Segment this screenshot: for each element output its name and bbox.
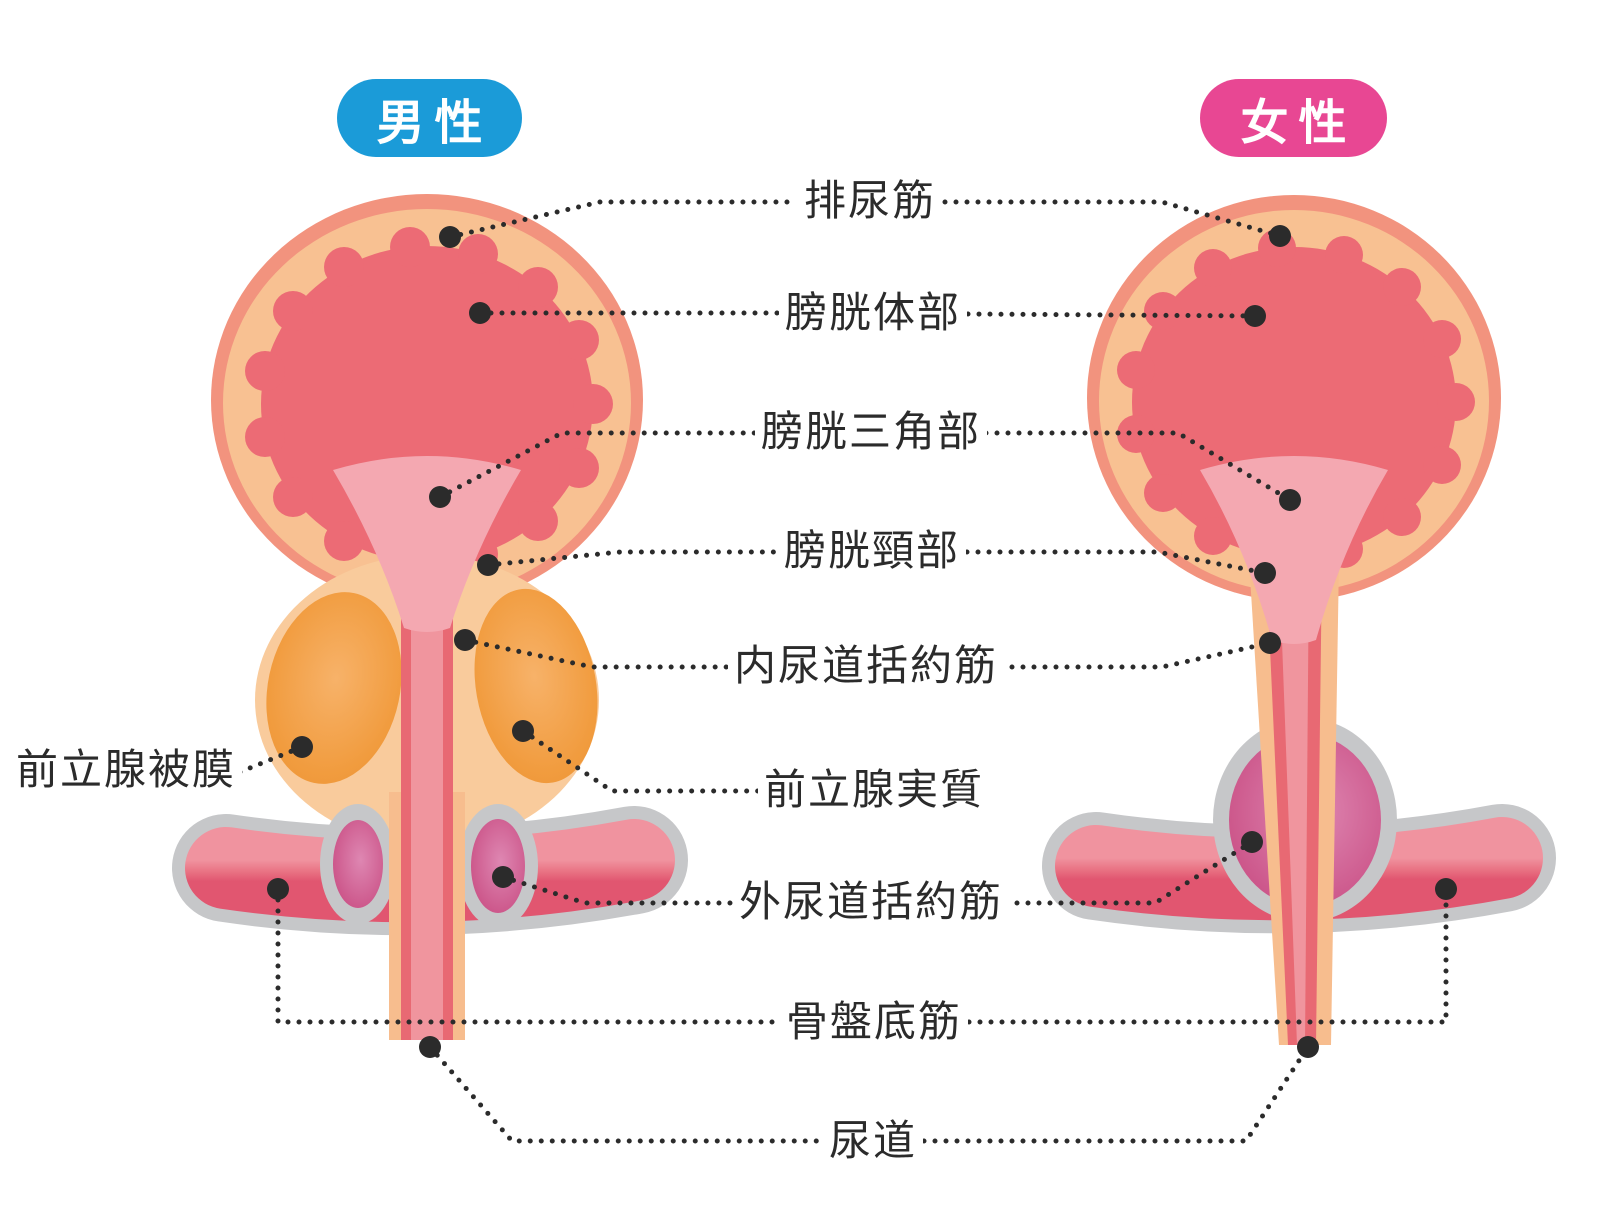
male-badge-label: 男性 (376, 95, 493, 151)
female-bladder-trigone (1200, 456, 1388, 644)
leader-trigone-female (983, 430, 1293, 503)
label-bladder-trigone: 膀胱三角部 (754, 408, 988, 456)
male-urethra (389, 555, 465, 1040)
leader-lines (237, 199, 1449, 1144)
male-external-sphincter (320, 804, 538, 928)
female-urethra-lumen (1279, 560, 1309, 1045)
leader-prostate-capsule (237, 744, 305, 775)
label-internal-sphincter: 内尿道括約筋 (727, 642, 1005, 690)
leader-urethra-female (921, 1044, 1311, 1144)
label-bladder-neck: 膀胱頸部 (777, 527, 967, 575)
female-urethra (1249, 560, 1339, 1045)
leader-trigone-male (437, 430, 759, 500)
label-detrusor: 排尿筋 (797, 177, 943, 225)
female-badge: 女性 (1200, 79, 1387, 157)
leader-endpoint-dots (267, 225, 1457, 1058)
leader-pelvic-floor-male (275, 886, 782, 1025)
male-prostate-left-lobe (266, 592, 402, 784)
male-bladder-trigone (333, 456, 521, 632)
label-pelvic-floor: 骨盤底筋 (779, 998, 969, 1046)
leader-bladder-neck-male (485, 549, 780, 568)
leader-urethra-male (427, 1044, 825, 1144)
label-external-sphincter: 外尿道括約筋 (732, 878, 1010, 926)
male-figure (172, 194, 688, 1040)
leader-bladder-neck-female (964, 549, 1268, 576)
label-prostate-capsule: 前立腺被膜 (10, 746, 243, 794)
female-badge-label: 女性 (1240, 95, 1357, 151)
male-prostate-right-lobe (474, 588, 598, 784)
label-bladder-body: 膀胱体部 (778, 289, 968, 337)
female-figure (1042, 195, 1556, 1045)
male-urethra-lumen (411, 555, 443, 1040)
leader-internal-sphincter-female (998, 640, 1273, 670)
leader-detrusor-male (447, 199, 798, 240)
leader-bladder-body-female (965, 311, 1258, 319)
leader-external-sphincter-male (500, 874, 739, 906)
leader-internal-sphincter-male (462, 637, 734, 670)
label-prostate-parenchyma: 前立腺実質 (757, 766, 991, 814)
label-urethra: 尿道 (822, 1117, 924, 1165)
leader-detrusor-female (942, 199, 1283, 239)
male-badge: 男性 (337, 79, 522, 157)
